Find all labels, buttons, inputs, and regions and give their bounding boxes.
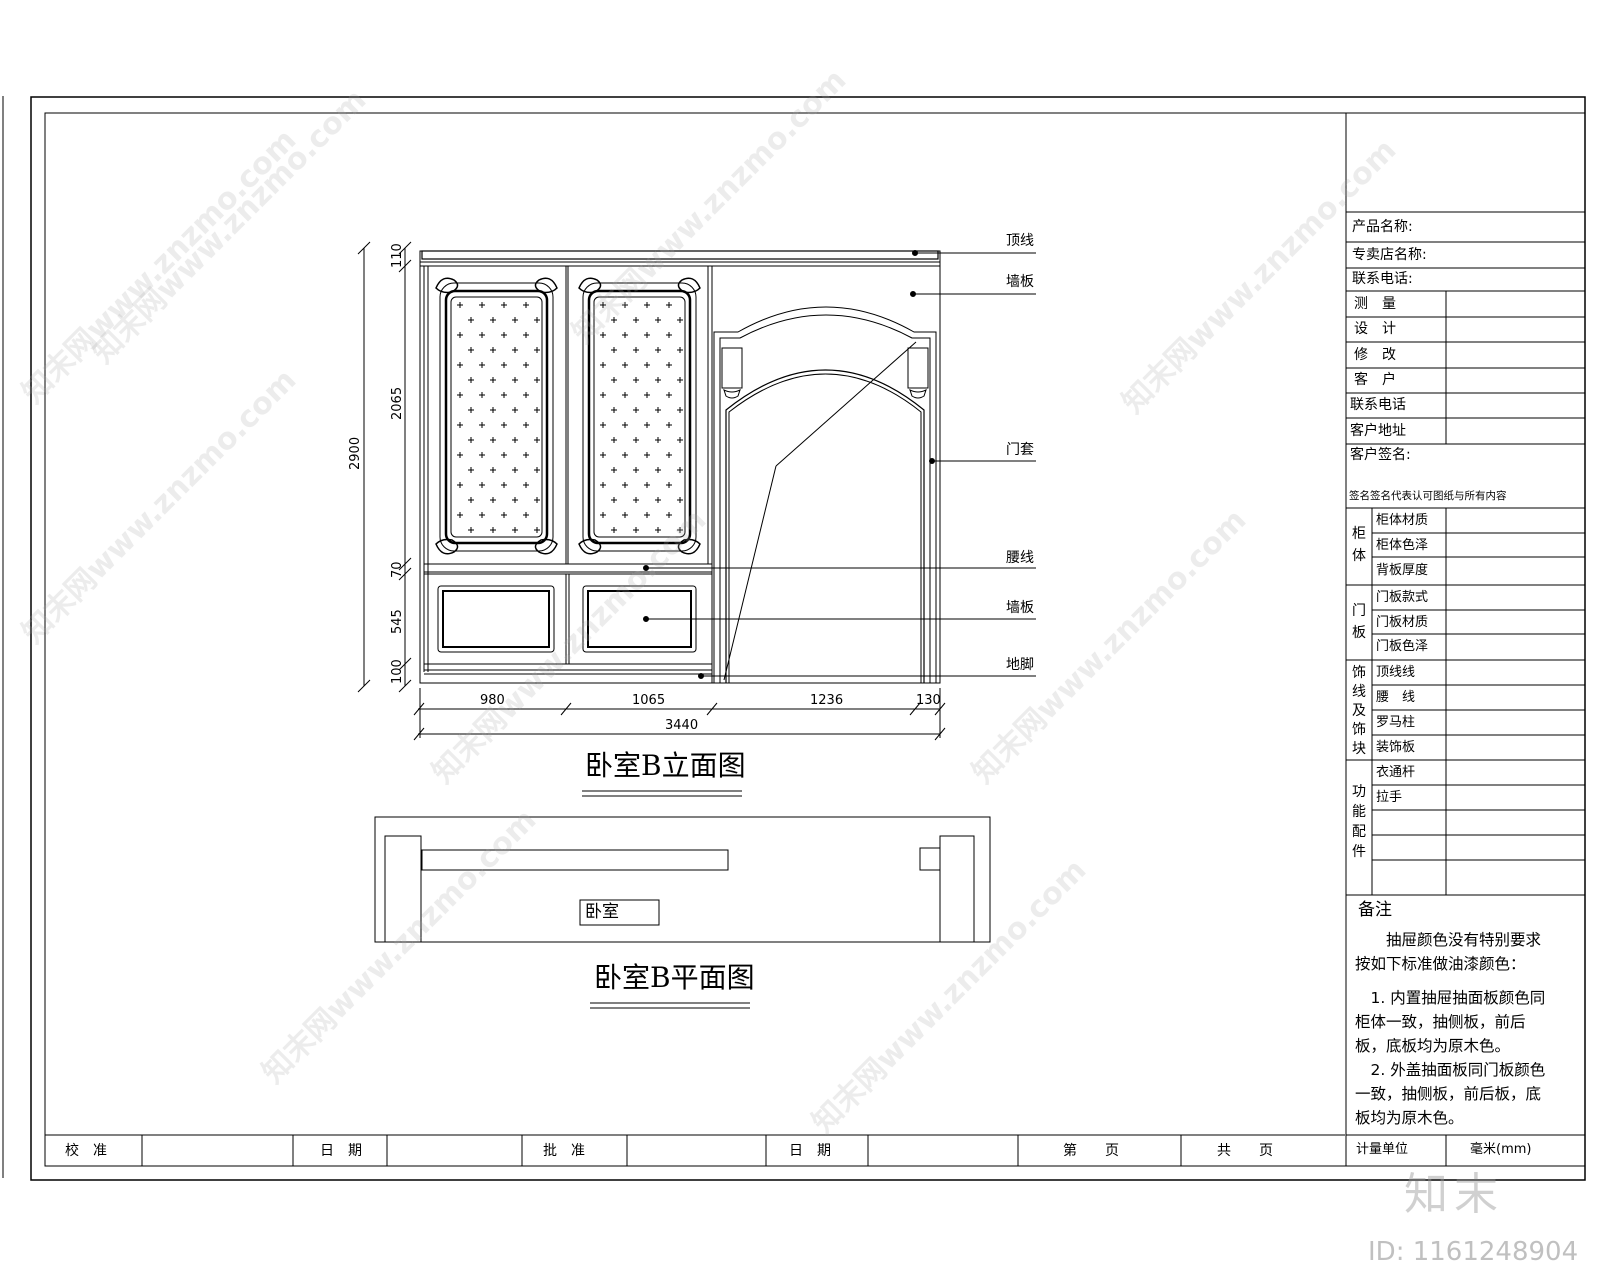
tb-item: 门板色泽 — [1376, 639, 1429, 654]
panel-corner-ornaments — [435, 277, 701, 555]
bottom-cell-check: 校 准 — [65, 1143, 107, 1159]
tb-item: 顶线线 — [1376, 665, 1416, 680]
tb-item: 衣通杆 — [1376, 765, 1416, 780]
plan-drawing — [374, 816, 991, 943]
tb-item: 装饰板 — [1376, 740, 1416, 755]
callout-waist-line: 腰线 — [1006, 550, 1034, 566]
title-underlines — [582, 790, 750, 1009]
tb-signature-note: 签名签名代表认可图纸与所有内容 — [1349, 490, 1507, 502]
bottom-cell-total-pages: 共 页 — [1217, 1143, 1273, 1159]
tb-item: 门板款式 — [1376, 590, 1429, 605]
callout-wall-panel-lower: 墙板 — [1006, 600, 1034, 616]
tb-row-label: 客户地址 — [1350, 423, 1406, 439]
tb-remarks-heading: 备注 — [1358, 900, 1392, 920]
bottom-cell-page: 第 页 — [1063, 1143, 1119, 1159]
tb-remark-1: 1. 内置抽屉抽面板颜色同柜体一致，抽侧板，前后板，底板均为原木色。 — [1355, 989, 1546, 1055]
dim-horizontal-1: 980 — [480, 693, 505, 708]
bottom-cell-date-1: 日 期 — [320, 1143, 362, 1159]
tb-remarks-text: 抽屉颜色没有特别要求按如下标准做油漆颜色： — [1355, 931, 1542, 973]
bottom-bar-grid — [45, 1134, 1345, 1166]
tb-row-label: 联系电话 — [1350, 397, 1406, 413]
tb-group-trim: 饰线及饰块 — [1352, 665, 1366, 757]
tb-item: 背板厚度 — [1376, 563, 1429, 578]
callout-door-frame: 门套 — [1006, 442, 1034, 458]
tb-row-label: 客 户 — [1354, 372, 1396, 388]
tb-unit-value: 毫米(mm) — [1470, 1142, 1532, 1157]
title-block-grid — [1345, 113, 1585, 1166]
dim-horizontal-3: 1236 — [810, 693, 844, 708]
tb-group-cabinet: 柜体 — [1352, 526, 1366, 564]
tb-item: 罗马柱 — [1376, 715, 1416, 730]
tb-remark-2: 2. 外盖抽面板同门板颜色一致，抽侧板，前后板，底板均为原木色。 — [1355, 1061, 1546, 1127]
dim-horizontal-4: 130 — [916, 693, 941, 708]
dim-vertical-upper: 2065 — [390, 386, 405, 420]
tb-store-phone: 联系电话: — [1352, 271, 1413, 287]
elevation-drawing — [419, 250, 1036, 684]
tb-store-name: 专卖店名称: — [1352, 247, 1427, 263]
dim-vertical-base: 100 — [390, 659, 405, 684]
callout-wall-panel-upper: 墙板 — [1006, 274, 1034, 290]
panel-quilt-pattern — [457, 302, 683, 533]
dim-vertical-lower: 545 — [390, 609, 405, 634]
bottom-cell-approve: 批 准 — [543, 1143, 585, 1159]
tb-product-name: 产品名称: — [1352, 219, 1413, 235]
callout-skirting: 地脚 — [1006, 657, 1034, 673]
tb-row-label: 设 计 — [1354, 321, 1396, 337]
tb-row-label: 修 改 — [1354, 347, 1396, 363]
tb-group-fittings: 功能配件 — [1352, 784, 1366, 860]
sheet-border — [2, 96, 1586, 1181]
watermark-logo: 知末 — [1404, 1169, 1504, 1220]
plan-title: 卧室B平面图 — [594, 961, 755, 994]
callout-top-line: 顶线 — [1006, 233, 1034, 249]
tb-item: 门板材质 — [1376, 615, 1429, 630]
dim-vertical-total: 2900 — [348, 436, 363, 470]
dim-horizontal-total: 3440 — [665, 718, 699, 733]
tb-item: 腰 线 — [1376, 690, 1416, 705]
tb-row-label: 测 量 — [1354, 296, 1396, 312]
elevation-dimension-lines — [357, 241, 946, 741]
tb-group-door: 门板 — [1352, 603, 1366, 641]
bottom-cell-date-2: 日 期 — [789, 1143, 831, 1159]
elevation-title: 卧室B立面图 — [585, 749, 746, 782]
tb-item: 柜体色泽 — [1376, 538, 1429, 553]
tb-unit-label: 计量单位 — [1356, 1142, 1409, 1157]
tb-customer-signature: 客户签名: — [1350, 447, 1411, 463]
dim-vertical-top: 110 — [390, 243, 405, 268]
tb-item: 拉手 — [1376, 790, 1403, 805]
dim-horizontal-2: 1065 — [632, 693, 666, 708]
watermark-id: ID: 1161248904 — [1368, 1237, 1579, 1267]
plan-room-label: 卧室 — [585, 902, 619, 922]
tb-item: 柜体材质 — [1376, 513, 1429, 528]
dim-vertical-waist: 70 — [390, 561, 405, 578]
